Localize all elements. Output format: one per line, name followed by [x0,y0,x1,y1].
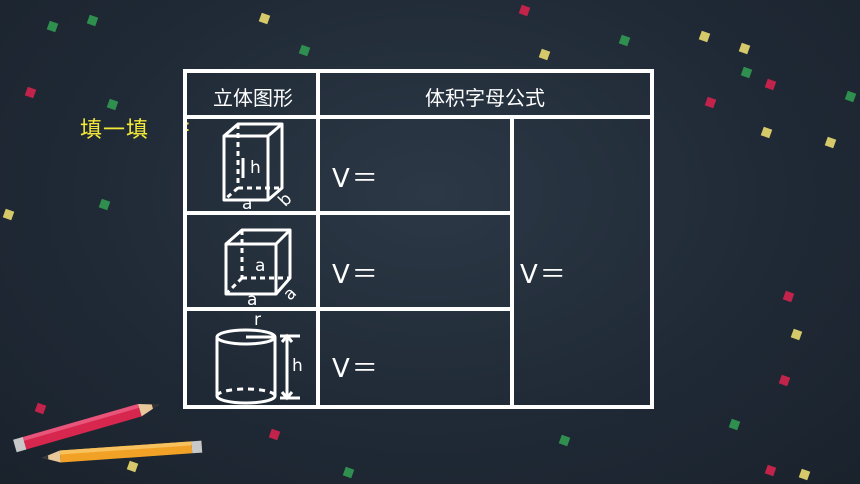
header-formula-column: 体积字母公式 [425,86,545,110]
cube-edge-label-bottom: a [247,290,258,310]
formula-unified: V＝ [520,260,568,290]
header-shape-column: 立体图形 [213,86,293,110]
cylinder-icon [215,328,300,405]
formula-cylinder: V＝ [332,354,380,384]
prompt-title: 填一填 [80,118,150,143]
cube-icon [224,228,292,296]
cuboid-height-label: h [250,158,261,178]
cube-edge-label-side: a [255,256,266,276]
cylinder-height-label: h [292,356,303,376]
prompt-colon: : [185,116,191,135]
formula-cube: V＝ [332,260,380,290]
cuboid-width-label: a [242,194,253,214]
cuboid-icon [222,122,284,202]
formula-cuboid: V＝ [332,164,380,194]
cylinder-radius-label: r [254,310,261,330]
